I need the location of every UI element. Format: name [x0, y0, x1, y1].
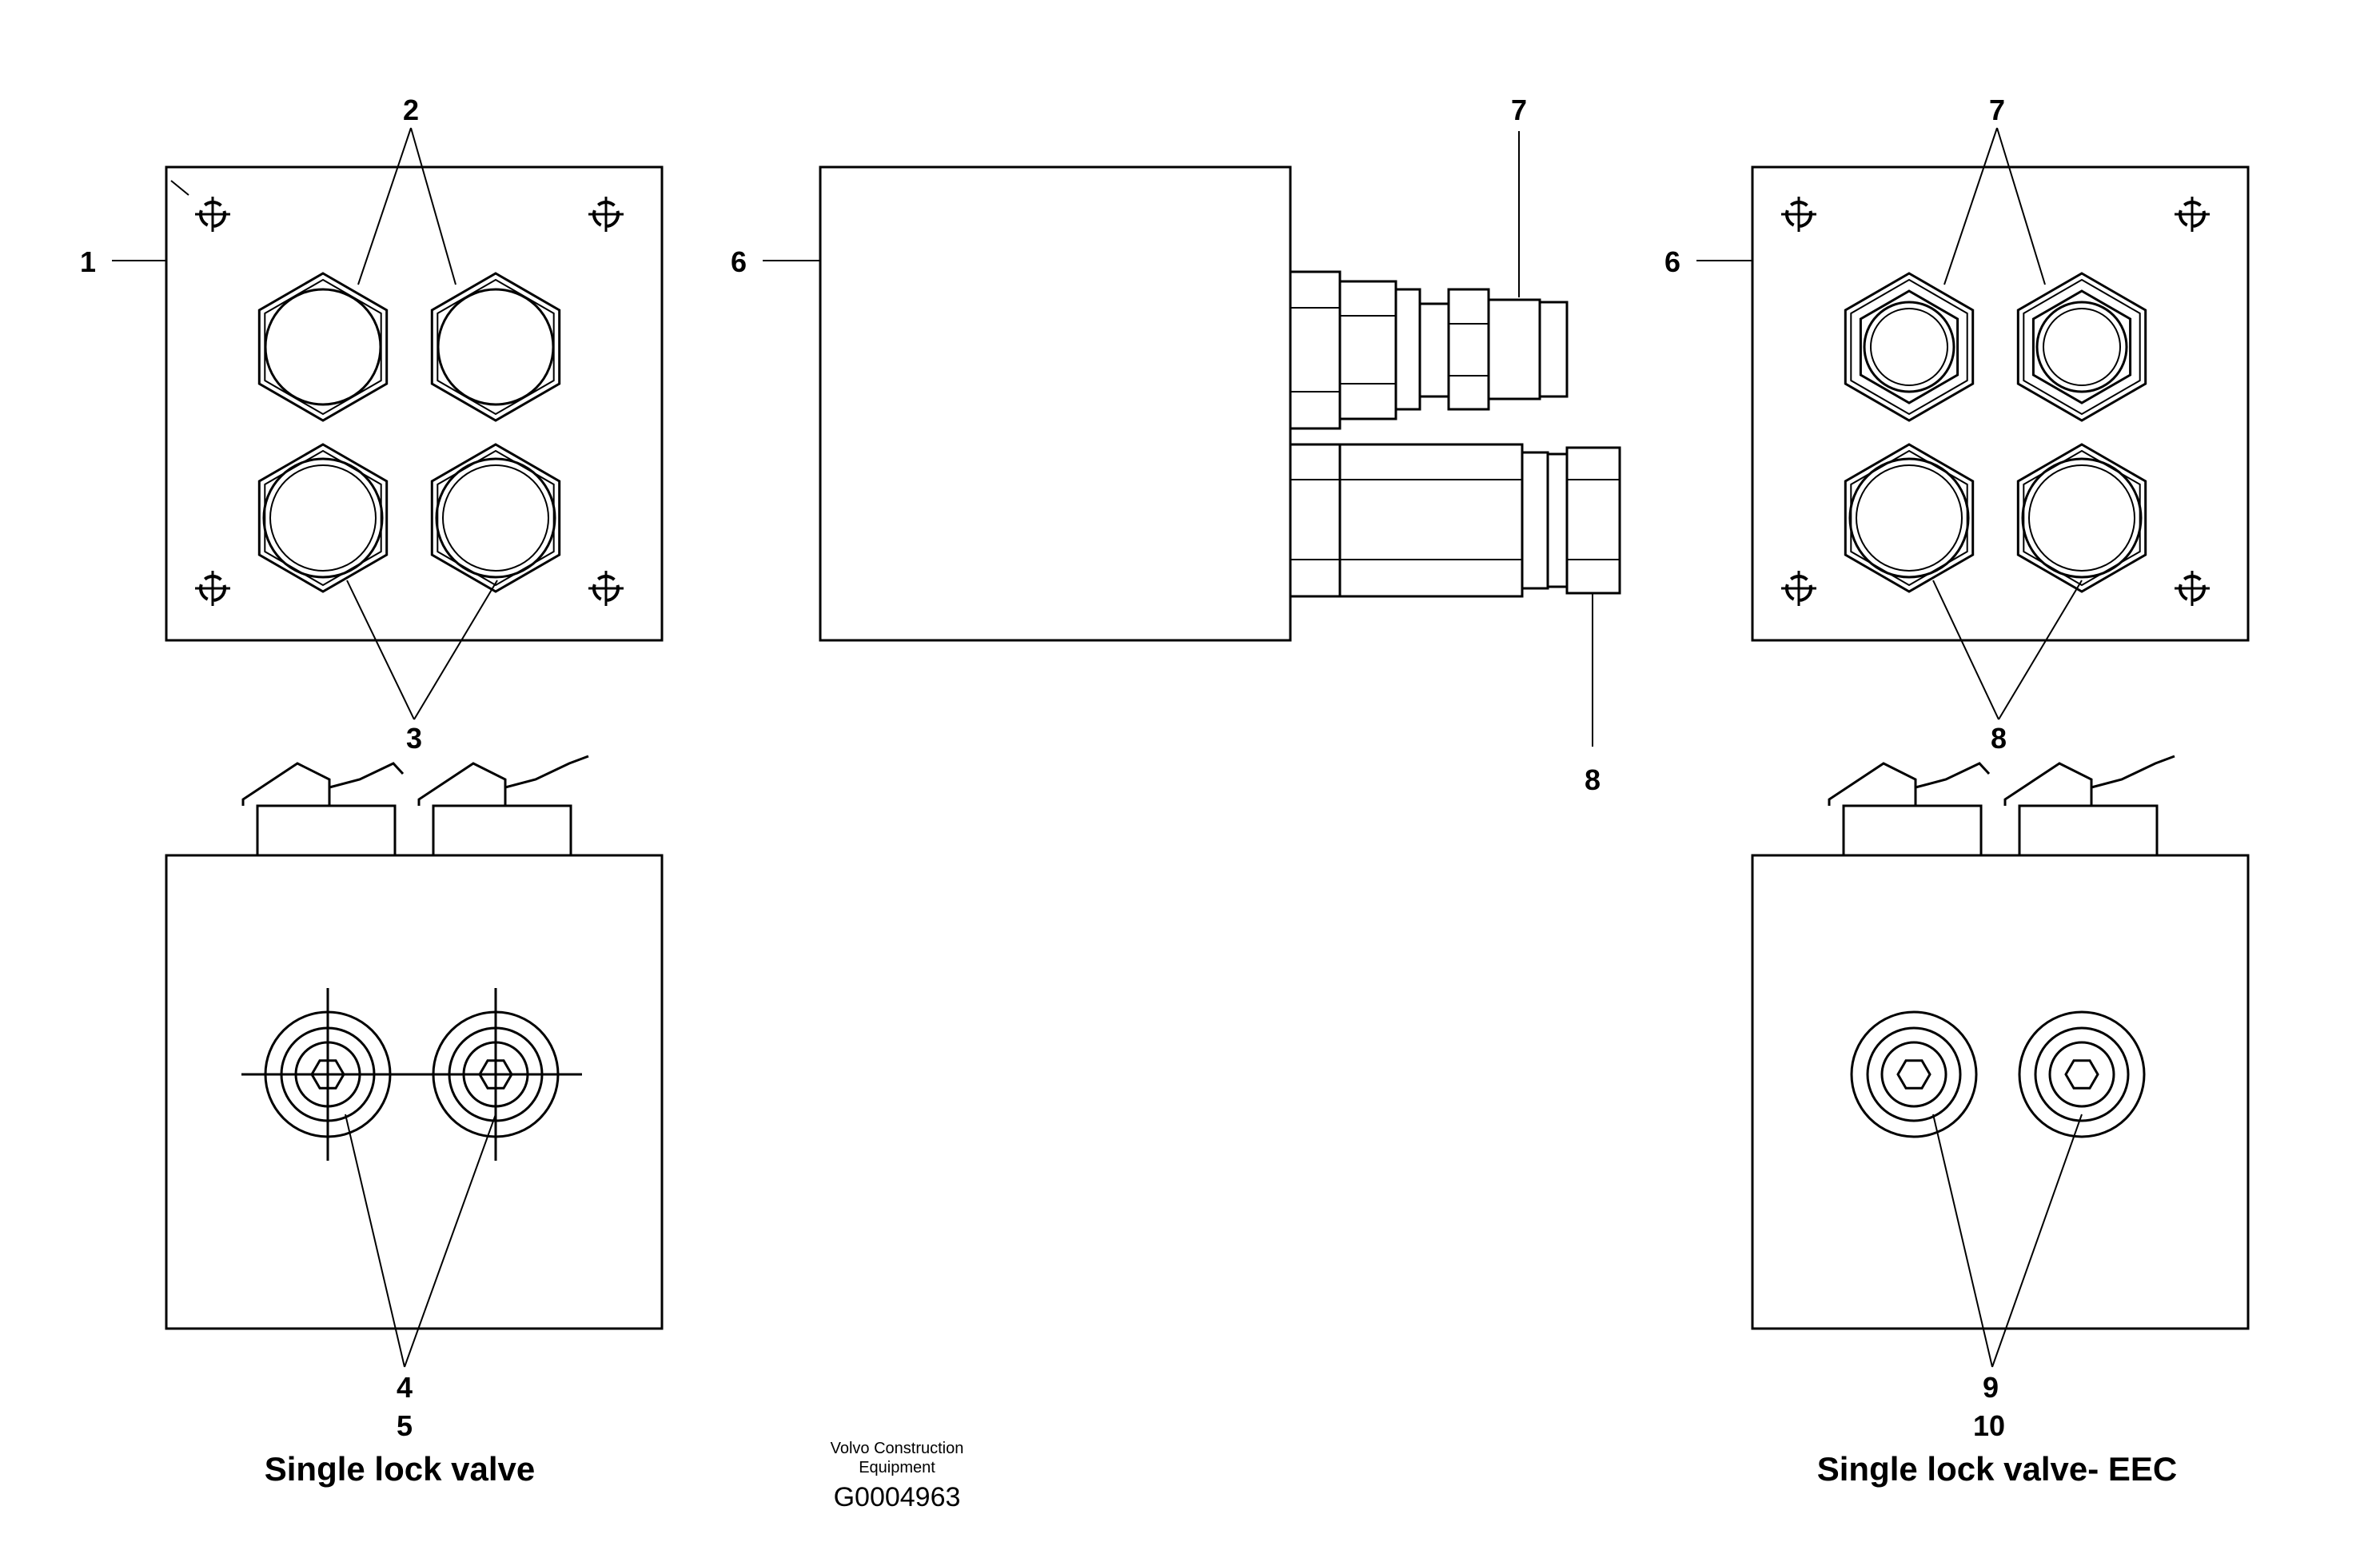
port-plug-lower-right	[2016, 443, 2147, 593]
single-lock-valve-side-view	[165, 755, 664, 1330]
top-fitting-right-2	[2003, 755, 2175, 857]
port-fitting-upper-right	[2016, 272, 2147, 422]
eec-valve-front-view	[1751, 165, 2250, 642]
drawing-code: G0004963	[834, 1482, 961, 1512]
callout-6-right: 6	[1664, 245, 1680, 278]
callout-5: 5	[397, 1409, 413, 1442]
caption-single-lock-valve: Single lock valve	[265, 1450, 536, 1488]
callout-6-middle: 6	[731, 245, 747, 278]
credit-line-2: Equipment	[859, 1459, 935, 1476]
eec-valve-side-view	[1751, 755, 2250, 1330]
valve-body-side-view	[819, 165, 1621, 642]
port-fitting-upper-left	[1844, 272, 1975, 422]
callout-4: 4	[397, 1371, 413, 1404]
callout-3: 3	[406, 722, 422, 755]
callout-10: 10	[1973, 1409, 2005, 1442]
mounting-screw-bottom-right	[2175, 571, 2210, 606]
port-plug-upper-left	[257, 272, 389, 422]
callout-7-middle: 7	[1511, 94, 1527, 126]
port-plug-upper-right	[430, 272, 561, 422]
adjusting-screw-right	[409, 988, 582, 1161]
callout-8-middle: 8	[1585, 763, 1601, 796]
top-fitting-left-2	[417, 755, 589, 857]
port-plug-lower-right	[430, 443, 561, 593]
port-plug-lower-left	[257, 443, 389, 593]
callout-8-right: 8	[1991, 722, 2007, 755]
mounting-screw-top-right	[588, 197, 624, 232]
callout-2: 2	[403, 94, 419, 126]
mounting-screw-top-right	[2175, 197, 2210, 232]
caption-single-lock-valve-eec: Single lock valve- EEC	[1817, 1450, 2178, 1488]
credit-line-1: Volvo Construction	[831, 1440, 964, 1457]
port-plug-lower-left	[1844, 443, 1975, 593]
callout-1: 1	[80, 245, 96, 278]
callout-7-right: 7	[1989, 94, 2005, 126]
top-fitting-left-1	[241, 762, 405, 857]
top-fitting-right-1	[1828, 762, 1991, 857]
leader-lines	[112, 127, 2083, 1368]
adjusting-screw-right	[2018, 1010, 2146, 1138]
callout-labels: 1 2 3 4 5 6 7 8 6 7 8 9 10	[80, 94, 2007, 1442]
mounting-screw-bottom-left	[195, 571, 230, 606]
single-lock-valve-front-view	[165, 165, 664, 642]
mounting-screw-bottom-right	[588, 571, 624, 606]
upper-cartridge	[1289, 270, 1569, 430]
callout-9: 9	[1983, 1371, 1999, 1404]
mounting-screw-bottom-left	[1781, 571, 1816, 606]
lower-cartridge	[1289, 443, 1621, 598]
adjusting-screw-left	[1850, 1010, 1978, 1138]
mounting-screw-top-left	[1781, 197, 1816, 232]
adjusting-screw-left	[241, 988, 414, 1161]
mounting-screw-top-left	[195, 197, 230, 232]
